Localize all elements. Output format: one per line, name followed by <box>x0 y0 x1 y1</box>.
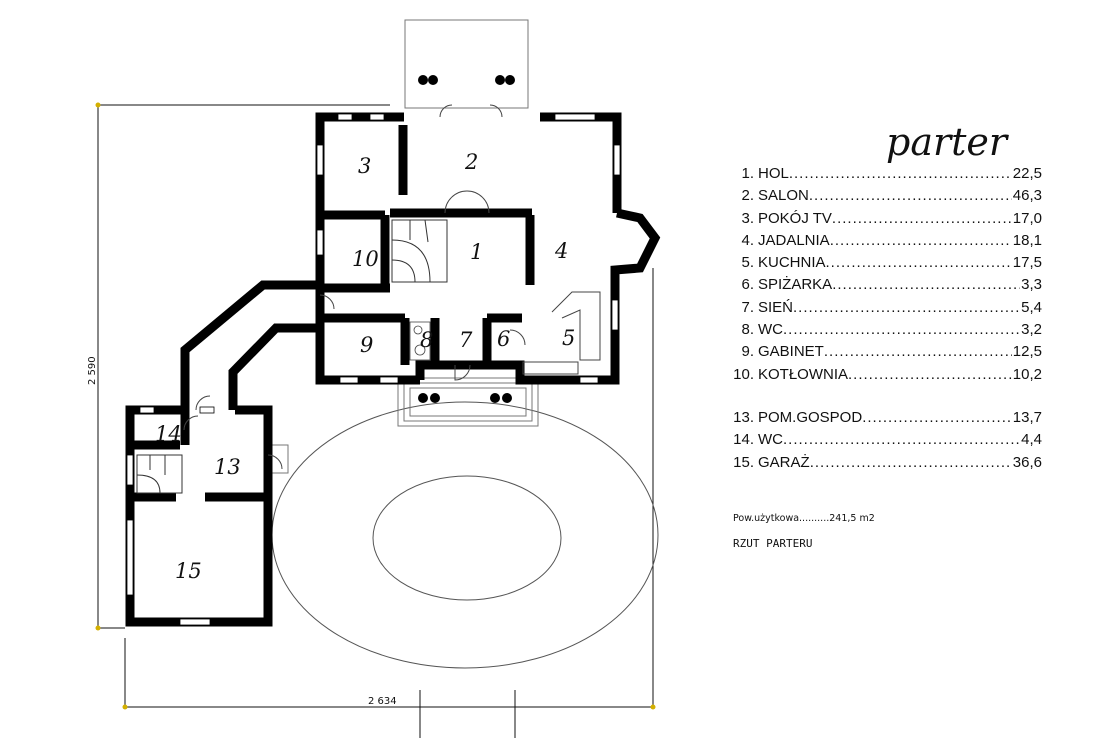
legend-number: 8. <box>741 321 754 339</box>
windows <box>126 113 621 626</box>
legend-area: 18,1 <box>1012 231 1042 249</box>
legend-area: 17,0 <box>1012 209 1042 227</box>
legend-row: 15.GARAŻ 36,6 <box>722 454 1042 476</box>
legend-leader-dots <box>826 254 1012 271</box>
legend-number: 7. <box>741 298 754 316</box>
legend-area: 3,3 <box>1021 276 1042 294</box>
legend-area: 17,5 <box>1012 254 1042 272</box>
room-label-13: 13 <box>214 455 241 479</box>
legend-number: 2. <box>741 187 754 205</box>
room-label-5: 5 <box>562 326 575 350</box>
legend-number: 9. <box>741 343 754 361</box>
legend-number: 15. <box>733 453 754 471</box>
legend-area: 13,7 <box>1012 408 1042 426</box>
room-label-6: 6 <box>497 327 510 351</box>
legend-room-name: KUCHNIA <box>758 254 826 272</box>
legend-leader-dots <box>830 232 1012 249</box>
legend-room-name: GABINET <box>758 343 824 361</box>
legend-row: 1.HOL 22,5 <box>722 165 1042 187</box>
legend-leader-dots <box>862 409 1012 426</box>
legend-gap <box>722 388 1042 409</box>
legend-leader-dots <box>783 321 1020 338</box>
kitchen-counter <box>522 291 601 375</box>
walls <box>125 112 661 627</box>
legend-leader-dots <box>824 343 1012 360</box>
room-legend: 1.HOL 22,5 2.SALON 46,3 3.POKÓJ TV 17,0 4.JADA… <box>722 165 1042 476</box>
dimension-lines <box>97 104 654 738</box>
legend-number: 13. <box>733 408 754 426</box>
legend-leader-dots <box>783 431 1020 448</box>
legend-number: 1. <box>741 165 754 182</box>
legend-area: 5,4 <box>1021 298 1042 316</box>
legend-room-name: SPIŻARKA <box>758 276 833 294</box>
dimension-ticks <box>95 102 656 710</box>
legend-number: 10. <box>733 365 754 383</box>
legend-area: 46,3 <box>1012 187 1042 205</box>
room-label-9: 9 <box>360 333 373 357</box>
plan-caption: RZUT PARTERU <box>733 537 813 550</box>
room-label-3: 3 <box>358 154 371 178</box>
legend-leader-dots <box>789 165 1012 182</box>
legend-number: 14. <box>733 431 754 449</box>
legend-area: 10,2 <box>1012 365 1042 383</box>
legend-leader-dots <box>832 210 1012 227</box>
legend-row: 8.WC 3,2 <box>722 321 1042 343</box>
legend-number: 6. <box>741 276 754 294</box>
room-label-8: 8 <box>420 328 433 352</box>
legend-leader-dots <box>832 276 1020 293</box>
legend-row: 6.SPIŻARKA 3,3 <box>722 276 1042 298</box>
room-label-4: 4 <box>554 239 568 263</box>
legend-room-name: GARAŻ <box>758 453 810 471</box>
legend-room-name: POKÓJ TV <box>758 209 832 227</box>
legend-area: 3,2 <box>1021 321 1042 339</box>
legend-row: 10.KOTŁOWNIA 10,2 <box>722 366 1042 388</box>
wc-fixtures <box>409 321 431 361</box>
room-label-14: 14 <box>155 422 182 446</box>
legend-number: 3. <box>741 209 754 227</box>
legend-area: 36,6 <box>1012 453 1042 471</box>
legend-area: 12,5 <box>1012 343 1042 361</box>
legend-row: 2.SALON 46,3 <box>722 187 1042 209</box>
legend-row: 14.WC 4,4 <box>722 431 1042 453</box>
columns <box>418 75 515 403</box>
legend-number: 4. <box>741 231 754 249</box>
usable-area-note: Pow.użytkowa..........241,5 m2 <box>733 513 875 524</box>
legend-area: 22,5 <box>1012 165 1042 182</box>
driveway-inner <box>372 475 562 601</box>
room-label-7: 7 <box>459 328 473 352</box>
room-label-15: 15 <box>175 559 202 583</box>
legend-room-name: KOTŁOWNIA <box>758 365 849 383</box>
legend-room-name: POM.GOSPOD <box>758 408 863 426</box>
legend-row: 13.POM.GOSPOD 13,7 <box>722 409 1042 431</box>
legend-area: 4,4 <box>1021 431 1042 449</box>
driveway-outer <box>271 401 659 669</box>
legend-leader-dots <box>793 299 1020 316</box>
legend-leader-dots <box>810 454 1012 471</box>
legend-row: 4.JADALNIA 18,1 <box>722 232 1042 254</box>
legend-row: 5.KUCHNIA 17,5 <box>722 254 1042 276</box>
legend-leader-dots <box>848 366 1012 383</box>
room-label-10: 10 <box>352 247 379 271</box>
legend-room-name: WC <box>758 321 783 339</box>
legend-room-name: SIEŃ <box>758 298 794 316</box>
legend-row: 7.SIEŃ 5,4 <box>722 299 1042 321</box>
legend-room-name: HOL <box>758 165 789 182</box>
legend-room-name: SALON <box>758 187 809 205</box>
stairs <box>136 219 448 494</box>
legend-room-name: WC <box>758 431 783 449</box>
legend-number: 5. <box>741 254 754 272</box>
dimension-height: 2 590 <box>87 356 98 385</box>
plan-title: parter <box>886 120 1008 164</box>
room-label-1: 1 <box>470 240 483 264</box>
legend-room-name: JADALNIA <box>758 231 830 249</box>
legend-leader-dots <box>809 187 1012 204</box>
dimension-width: 2 634 <box>368 696 397 707</box>
doors <box>183 104 526 470</box>
legend-row: 9.GABINET 12,5 <box>722 343 1042 365</box>
legend-row: 3.POKÓJ TV 17,0 <box>722 210 1042 232</box>
room-label-2: 2 <box>464 150 478 174</box>
